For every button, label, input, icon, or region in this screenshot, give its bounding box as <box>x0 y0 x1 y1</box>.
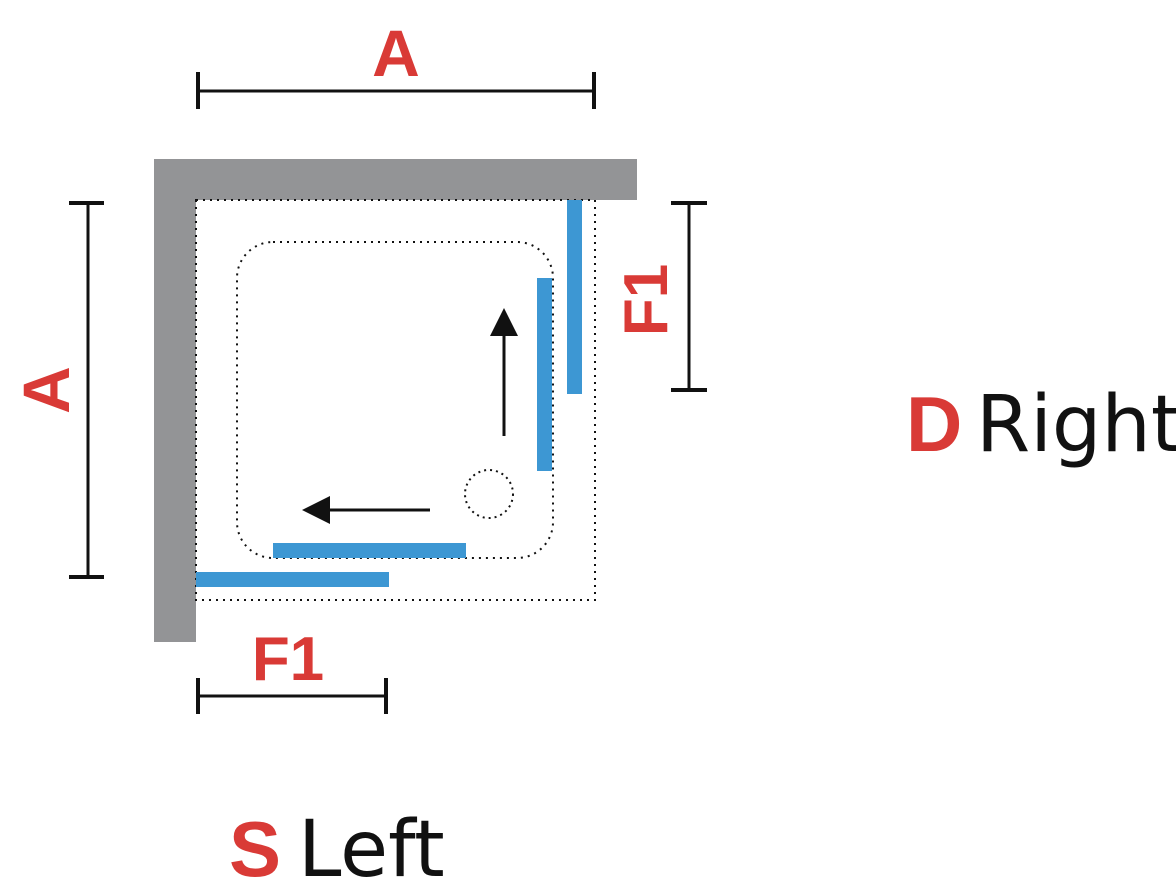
arrow-up-icon <box>490 308 518 436</box>
back-wall <box>154 159 637 200</box>
left-option-code: S <box>229 805 281 893</box>
right-panel-dimension-label: F1 <box>612 264 681 336</box>
drain-icon <box>464 469 514 519</box>
left-option: S Left <box>229 805 445 895</box>
left-dimension: A <box>9 201 104 579</box>
side-wall <box>154 159 196 642</box>
right-option-word: Right <box>976 380 1176 470</box>
right-panel-dimension: F1 <box>612 201 707 392</box>
bottom-panel-dimension: F1 <box>196 625 388 714</box>
fixed-panel-right <box>567 200 582 394</box>
left-option-word: Left <box>298 805 445 895</box>
enclosure-outline <box>195 199 596 601</box>
bottom-panel-dimension-label: F1 <box>252 625 324 694</box>
left-dimension-label: A <box>9 366 83 414</box>
top-dimension: A <box>196 16 596 109</box>
right-option-code: D <box>906 380 962 468</box>
top-dimension-label: A <box>372 16 420 90</box>
arrow-left-icon <box>302 496 430 524</box>
sliding-door-bottom <box>273 543 466 558</box>
sliding-door-right <box>537 278 552 471</box>
right-option: D Right <box>906 380 1176 470</box>
fixed-panel-bottom <box>196 572 389 587</box>
